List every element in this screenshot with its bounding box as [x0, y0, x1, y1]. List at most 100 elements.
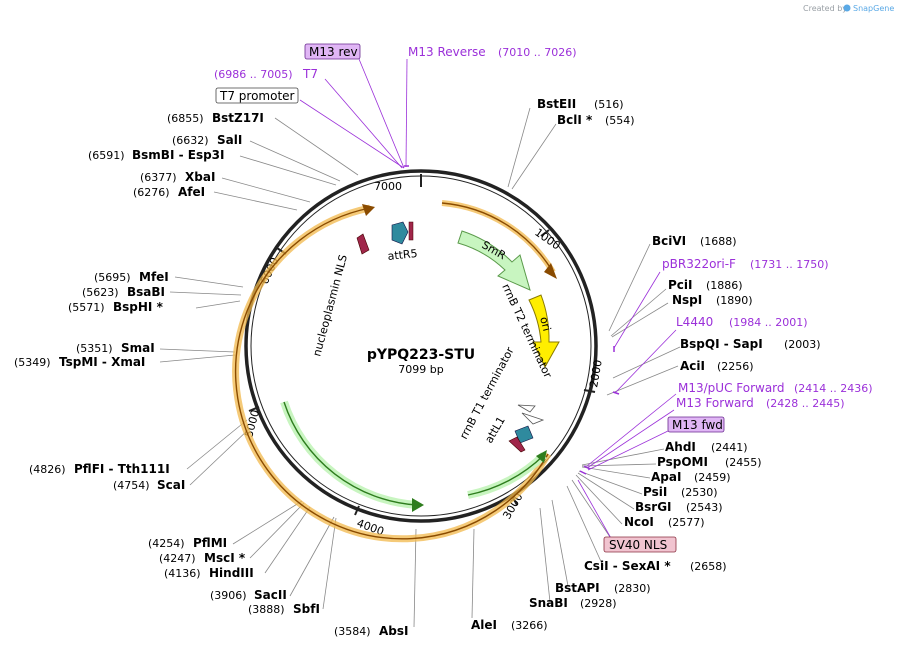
m13-puc-range: (2414 .. 2436)	[794, 382, 873, 395]
brand-text: SnapGene	[853, 4, 894, 13]
site-alei-pos: (3266)	[511, 619, 548, 632]
site-absi: AbsI	[379, 624, 408, 638]
site-afei: AfeI	[178, 185, 205, 199]
site-bstz17i-pos: (6855)	[167, 112, 204, 125]
site-bsphi-pos: (5571)	[68, 301, 105, 314]
orange-arrow-2	[362, 204, 375, 216]
site-csii-pos: (2658)	[690, 560, 727, 573]
site-apai: ApaI	[651, 470, 681, 484]
site-ahdi-pos: (2441)	[711, 441, 748, 454]
site-bsmbi: BsmBI - Esp3I	[132, 148, 224, 162]
site-bsrgi: BsrGI	[635, 500, 672, 514]
site-pspomi-pos: (2455)	[725, 456, 762, 469]
ori-label: ori	[537, 315, 553, 332]
site-pflfi-pos: (4826)	[29, 463, 66, 476]
plasmid-name: pYPQ223-STU	[367, 347, 475, 363]
site-pcii: PciI	[668, 278, 693, 292]
m13-forward-name: M13 Forward	[676, 396, 754, 410]
sv40-nls-label: SV40 NLS	[609, 538, 667, 552]
site-pflfi: PflFI - Tth111I	[74, 462, 170, 476]
site-scai: ScaI	[157, 478, 185, 492]
site-smai: SmaI	[121, 341, 155, 355]
site-tspmi-pos: (5349)	[14, 356, 51, 369]
sv40-nls-box: SV40 NLS	[603, 536, 677, 553]
tick-7000: 7000	[374, 180, 402, 193]
primer-leader-lines	[299, 58, 677, 541]
l4440-primer: L4440 (1984 .. 2001)	[676, 315, 808, 329]
t7-range: (6986 .. 7005)	[214, 68, 293, 81]
site-apai-pos: (2459)	[694, 471, 731, 484]
site-absi-pos: (3584)	[334, 625, 371, 638]
t7-promoter-box: T7 promoter	[215, 87, 299, 104]
snapgene-logo: SnapGene	[843, 4, 894, 13]
pbr322-name: pBR322ori-F	[662, 257, 736, 271]
pbr322-range: (1731 .. 1750)	[750, 258, 829, 271]
pbr322ori-primer: pBR322ori-F (1731 .. 1750)	[662, 257, 829, 271]
leader-lines	[159, 107, 681, 628]
orange-features	[232, 200, 557, 543]
credit-text: Created by	[803, 4, 847, 13]
attr5-label: attR5	[387, 247, 418, 263]
site-bstapi: BstAPI	[555, 581, 600, 595]
green-features	[280, 400, 547, 512]
site-ncoi: NcoI	[624, 515, 654, 529]
nucleoplasmin-marker	[356, 233, 370, 255]
site-smai-pos: (5351)	[76, 342, 113, 355]
site-pflmi: PflMI	[193, 536, 227, 550]
site-psii-pos: (2530)	[681, 486, 718, 499]
site-msci: MscI *	[204, 551, 246, 565]
m13-reverse-name: M13 Reverse	[408, 45, 486, 59]
ori-arrow	[528, 294, 560, 369]
site-pspomi: PspOMI	[657, 455, 708, 469]
site-msci-pos: (4247)	[159, 552, 196, 565]
site-bcli-pos: (554)	[605, 114, 635, 127]
site-sali: SalI	[217, 133, 242, 147]
t7-promoter-label: T7 promoter	[219, 89, 295, 103]
m13-fwd-box: M13 fwd	[667, 416, 725, 433]
t7-primer: (6986 .. 7005) T7	[214, 67, 318, 81]
terminators	[517, 404, 545, 425]
site-snabi-pos: (2928)	[580, 597, 617, 610]
site-ahdi: AhdI	[665, 440, 696, 454]
site-snabi: SnaBI	[529, 596, 568, 610]
site-sbfi: SbfI	[293, 602, 320, 616]
site-tspmi: TspMI - XmaI	[59, 355, 145, 369]
m13-reverse-range: (7010 .. 7026)	[498, 46, 577, 59]
site-bsphi: BspHI *	[113, 300, 164, 314]
m13-rev-box: M13 rev	[304, 43, 361, 60]
attl1-marker	[508, 425, 534, 453]
site-xbai-pos: (6377)	[140, 171, 177, 184]
tick-2000: 2000	[587, 359, 605, 389]
site-nspi: NspI	[672, 293, 702, 307]
site-bstapi-pos: (2830)	[614, 582, 651, 595]
attl1-label: attL1	[482, 414, 508, 445]
site-bcli: BclI *	[557, 113, 593, 127]
site-bsteii: BstEII	[537, 97, 576, 111]
site-bstz17i: BstZ17I	[212, 111, 264, 125]
l4440-name: L4440	[676, 315, 713, 329]
site-nspi-pos: (1890)	[716, 294, 753, 307]
site-bsabi: BsaBI	[127, 285, 165, 299]
m13-rev-label: M13 rev	[309, 45, 358, 59]
site-bspqi-pos: (2003)	[784, 338, 821, 351]
site-bsrgi-pos: (2543)	[686, 501, 723, 514]
sites-right: BstEII (516) BclI * (554) BciVI (1688) P…	[471, 97, 821, 632]
site-bspqi: BspQI - SapI	[680, 337, 763, 351]
site-pcii-pos: (1886)	[706, 279, 743, 292]
site-mfei: MfeI	[139, 270, 169, 284]
sites-left: (6855) BstZ17I (6632) SalI (6591) BsmBI …	[14, 111, 408, 638]
t7-name: T7	[302, 67, 318, 81]
site-sacii-pos: (3906)	[210, 589, 247, 602]
smr-arrow	[457, 230, 531, 291]
site-afei-pos: (6276)	[133, 186, 170, 199]
primer-marks	[404, 165, 620, 475]
m13-puc-primer: M13/pUC Forward (2414 .. 2436)	[678, 381, 873, 395]
nucleoplasmin-label: nucleoplasmin NLS	[310, 253, 350, 357]
site-sbfi-pos: (3888)	[248, 603, 285, 616]
site-bcivi: BciVI	[652, 234, 686, 248]
site-sali-pos: (6632)	[172, 134, 209, 147]
site-csii: CsiI - SexAI *	[584, 559, 671, 573]
m13-forward-range: (2428 .. 2445)	[766, 397, 845, 410]
site-bsmbi-pos: (6591)	[88, 149, 125, 162]
